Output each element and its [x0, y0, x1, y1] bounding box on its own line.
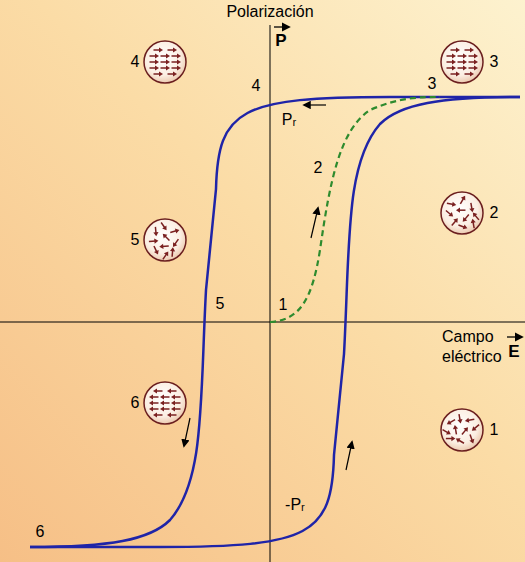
direction-arrow — [184, 418, 190, 446]
lower-branch — [30, 97, 520, 547]
remanent-label: Pᵣ — [282, 111, 297, 129]
state-number: 6 — [131, 394, 140, 412]
state-number: 1 — [490, 421, 499, 439]
direction-arrow — [346, 442, 352, 470]
axis-symbol: E — [508, 343, 519, 361]
curve-point-number: 3 — [428, 75, 437, 93]
state-number: 5 — [131, 231, 140, 249]
state-number: 3 — [490, 53, 499, 71]
curve-point-number: 6 — [36, 523, 45, 541]
state-number: 2 — [490, 204, 499, 222]
domain-circle — [142, 217, 187, 263]
domain-circle — [439, 408, 484, 451]
upper-branch — [30, 97, 520, 547]
vector-arrow — [507, 336, 522, 337]
axis-title: Polarización — [226, 3, 313, 21]
direction-arrow — [304, 104, 326, 105]
vector-arrow — [274, 26, 289, 27]
curve-point-number: 2 — [314, 159, 323, 177]
state-number: 4 — [131, 53, 140, 71]
initial-curve — [270, 97, 440, 322]
remanent-label: -Pᵣ — [285, 496, 305, 514]
domain-circle — [144, 382, 186, 424]
curve-point-number: 4 — [252, 77, 261, 95]
curve-point-number: 1 — [279, 296, 288, 314]
axis-symbol: P — [275, 32, 286, 50]
direction-arrow — [311, 208, 318, 238]
curve-point-number: 5 — [216, 295, 225, 313]
domain-circle — [441, 191, 484, 236]
field-axis — [0, 322, 525, 323]
domain-circle — [441, 41, 483, 83]
domain-circle — [144, 41, 186, 83]
